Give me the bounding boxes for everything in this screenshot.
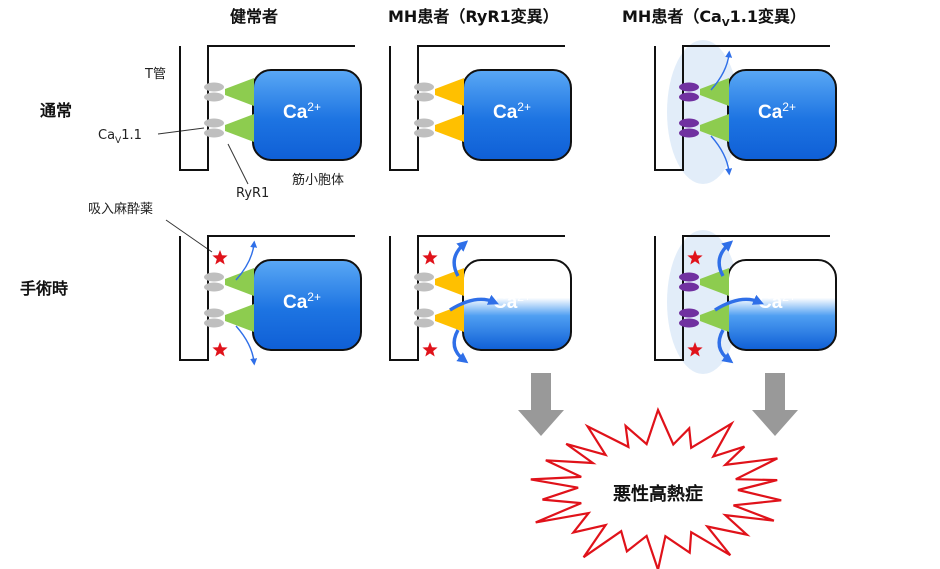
t-tubule-membrane bbox=[389, 235, 565, 361]
calcium-release-arrow bbox=[714, 294, 764, 312]
label-cav1-1: CaV1.1 bbox=[98, 128, 142, 146]
t-tubule-membrane bbox=[179, 45, 355, 171]
row-label-surgery: 手術時 bbox=[20, 279, 68, 298]
calcium-release-arrow bbox=[235, 325, 258, 366]
calcium-label: Ca2+ bbox=[758, 100, 796, 123]
panel-ryr1-mutation-surgery: Ca2+ bbox=[389, 235, 572, 364]
cav1-1-channel bbox=[679, 128, 699, 138]
cav1-1-channel bbox=[204, 308, 224, 318]
ryr1-channel bbox=[225, 78, 254, 106]
column-title-cav-mutation: MH患者（CaV1.1変異） bbox=[622, 7, 806, 29]
calcium-release-arrow bbox=[717, 240, 734, 277]
malignant-hyperthermia-burst bbox=[530, 406, 782, 569]
calcium-release-arrow bbox=[710, 50, 733, 91]
cav1-1-channel bbox=[204, 82, 224, 92]
ryr1-channel bbox=[700, 304, 729, 332]
label-ryr1: RyR1 bbox=[236, 186, 269, 201]
ryr1-channel bbox=[435, 114, 464, 142]
calcium-label: Ca2+ bbox=[493, 290, 531, 313]
calcium-label: Ca2+ bbox=[758, 290, 796, 313]
label-sarcoplasmic-reticulum: 筋小胞体 bbox=[292, 172, 344, 188]
outcome-label: 悪性高熱症 bbox=[613, 483, 703, 505]
column-title-ryr1-mutation: MH患者（RyR1変異） bbox=[388, 7, 559, 26]
cav1-1-channel bbox=[414, 272, 434, 282]
calcium-release-arrow bbox=[235, 240, 258, 281]
ryr1-channel bbox=[225, 114, 254, 142]
ryr1-channel bbox=[435, 78, 464, 106]
cav1-1-channel bbox=[204, 128, 224, 138]
calcium-release-arrow bbox=[452, 240, 469, 277]
label-t-tubule: T管 bbox=[144, 67, 166, 82]
cav1-1-channel bbox=[414, 318, 434, 328]
anesthetic-star-icon bbox=[212, 250, 228, 265]
ryr1-channel bbox=[435, 304, 464, 332]
t-tubule-membrane bbox=[654, 45, 830, 171]
cav1-1-channel bbox=[414, 282, 434, 292]
ryr1-channel bbox=[700, 78, 729, 106]
cav1-1-channel bbox=[414, 92, 434, 102]
panel-healthy-normal: Ca2+ bbox=[179, 45, 362, 171]
calcium-label: Ca2+ bbox=[283, 290, 321, 313]
cav1-1-channel bbox=[679, 282, 699, 292]
anesthetic-star-icon bbox=[687, 250, 703, 265]
calcium-label: Ca2+ bbox=[493, 100, 531, 123]
ryr1-channel bbox=[435, 268, 464, 296]
cav1-1-channel bbox=[204, 282, 224, 292]
panel-cav-mutation-normal: Ca2+ bbox=[654, 40, 837, 184]
cav1-1-channel bbox=[204, 118, 224, 128]
cav1-1-channel bbox=[414, 82, 434, 92]
t-tubule-membrane bbox=[654, 235, 830, 361]
cav1-1-channel bbox=[679, 318, 699, 328]
pointer-anesthetic bbox=[165, 219, 213, 253]
anesthetic-star-icon bbox=[687, 342, 703, 357]
cav1-1-channel bbox=[679, 308, 699, 318]
cav1-1-channel bbox=[679, 118, 699, 128]
down-arrow-ryr1 bbox=[518, 373, 564, 436]
ryr1-channel bbox=[700, 114, 729, 142]
panel-ryr1-mutation-normal: Ca2+ bbox=[389, 45, 572, 171]
label-inhaled-anesthetic: 吸入麻酔薬 bbox=[88, 202, 153, 217]
cav1-1-channel bbox=[679, 92, 699, 102]
panels-layer: Ca2+ Ca2+ Ca2+ Ca2+ Ca2+ Ca2+ bbox=[179, 40, 837, 374]
t-tubule-membrane bbox=[179, 235, 355, 361]
cav1-1-channel bbox=[414, 128, 434, 138]
ryr1-channel bbox=[225, 268, 254, 296]
cav1-1-channel bbox=[679, 272, 699, 282]
ryr1-channel bbox=[225, 304, 254, 332]
calcium-release-arrow bbox=[452, 329, 469, 364]
column-title-healthy: 健常者 bbox=[230, 7, 278, 26]
pointer-ryr1 bbox=[227, 143, 249, 185]
cav1-1-channel bbox=[414, 118, 434, 128]
anesthetic-star-icon bbox=[422, 250, 438, 265]
cav1-1-channel bbox=[679, 82, 699, 92]
anesthetic-star-icon bbox=[422, 342, 438, 357]
down-arrow-cav bbox=[752, 373, 798, 436]
cav1-1-channel bbox=[414, 308, 434, 318]
panel-cav-mutation-surgery: Ca2+ bbox=[654, 230, 837, 374]
row-label-normal: 通常 bbox=[40, 101, 72, 120]
anesthetic-star-icon bbox=[212, 342, 228, 357]
calcium-release-arrow bbox=[717, 329, 734, 364]
calcium-release-arrow bbox=[710, 135, 733, 176]
calcium-label: Ca2+ bbox=[283, 100, 321, 123]
t-tubule-membrane bbox=[389, 45, 565, 171]
cav1-1-channel bbox=[204, 272, 224, 282]
calcium-release-arrow bbox=[449, 294, 499, 312]
cav1-1-channel bbox=[204, 318, 224, 328]
panel-healthy-surgery: Ca2+ bbox=[179, 235, 362, 366]
cav1-1-channel bbox=[204, 92, 224, 102]
